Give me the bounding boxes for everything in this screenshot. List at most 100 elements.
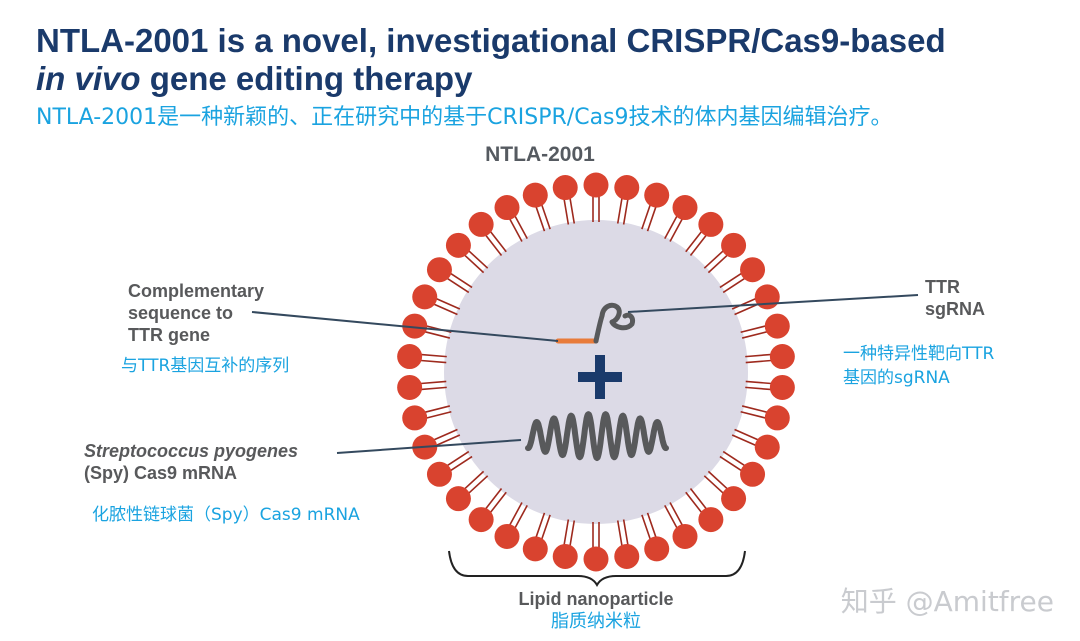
lipid-head xyxy=(740,257,766,283)
lipid-tail xyxy=(534,205,546,232)
lipid-tail xyxy=(489,491,507,515)
lipid-bilayer xyxy=(397,172,795,572)
lipid-head xyxy=(468,211,494,237)
lipid-head xyxy=(764,405,790,431)
plus-symbol xyxy=(578,355,622,399)
sgrna-label-cn: 一种特异性靶向TTR 基因的sgRNA xyxy=(843,342,994,390)
lnp-label: Lipid nanoparticle xyxy=(518,589,674,609)
lipid-tail xyxy=(741,405,769,414)
sgrna-line-2: sgRNA xyxy=(925,299,986,319)
lipid-tail xyxy=(641,203,652,230)
lipid-tail xyxy=(689,488,708,511)
lipid-tail xyxy=(745,386,773,391)
lipid-head xyxy=(522,536,548,562)
title-line-2: gene editing therapy xyxy=(140,60,473,97)
lipid-tail xyxy=(703,249,725,269)
lipid-tail xyxy=(513,504,528,530)
lipid-tail xyxy=(616,196,623,224)
lipid-head xyxy=(614,543,640,569)
cas9-mrna-coil xyxy=(525,411,669,461)
lipid-tail xyxy=(664,214,679,240)
lipid-tail xyxy=(434,297,461,310)
lipid-head xyxy=(445,232,471,258)
lipid-tail xyxy=(467,475,489,495)
cas9-line-1: Streptococcus pyogenes xyxy=(84,441,299,461)
lipid-head xyxy=(721,486,747,512)
lipid-head xyxy=(769,374,795,400)
lipid-tail xyxy=(489,229,507,253)
lipid-head xyxy=(445,486,471,512)
lipid-tail xyxy=(419,359,447,364)
lipid-tail xyxy=(664,504,679,530)
lipid-head xyxy=(552,175,578,201)
lipid-tail xyxy=(641,514,652,541)
lipid-head xyxy=(426,257,452,283)
lipid-head xyxy=(754,434,780,460)
lipid-tail xyxy=(707,470,729,491)
lipid-head xyxy=(402,405,428,431)
lipid-tail xyxy=(540,514,551,541)
lipid-tail xyxy=(622,197,629,225)
lipid-tail xyxy=(445,277,470,294)
lipid-head xyxy=(468,507,494,533)
sgrna-label: TTR sgRNA xyxy=(925,276,985,320)
complementary-leader xyxy=(251,311,559,342)
lipid-head xyxy=(614,175,640,201)
lipid-tail xyxy=(534,512,546,539)
complementary-label: Complementary sequence to TTR gene xyxy=(128,280,264,346)
cas9-label-cn: 化脓性链球菌（Spy）Cas9 mRNA xyxy=(92,505,360,525)
lipid-tail xyxy=(646,205,658,232)
title-italic: in vivo xyxy=(36,60,141,97)
lipid-head xyxy=(494,523,520,549)
lipid-head xyxy=(494,195,520,221)
lipid-tail xyxy=(689,233,708,256)
lipid-tail xyxy=(419,353,447,358)
sgrna-symbol xyxy=(555,302,635,344)
lipid-head xyxy=(698,507,724,533)
cas9-leader xyxy=(336,439,522,454)
lipid-tail xyxy=(423,405,451,414)
lipid-head xyxy=(644,536,670,562)
subtitle-cn: NTLA-2001是一种新颖的、正在研究中的基于CRISPR/Cas9技术的体内… xyxy=(36,105,893,130)
lipid-tail xyxy=(449,455,473,472)
sgrna-cn-line-1: 一种特异性靶向TTR xyxy=(843,344,995,364)
lipid-tail xyxy=(669,217,684,242)
lipid-tail xyxy=(731,297,758,310)
lipid-head xyxy=(769,344,795,370)
lipid-head xyxy=(426,461,452,487)
lipid-tail xyxy=(432,428,458,442)
lipid-tail xyxy=(741,330,769,339)
lipid-tail xyxy=(563,519,570,547)
sgrna-cn-line-2: 基因的sgRNA xyxy=(843,368,950,388)
lipid-tail xyxy=(734,428,760,442)
lipid-tail xyxy=(449,272,473,289)
lipid-tail xyxy=(432,302,458,316)
complementary-line-3: TTR gene xyxy=(128,325,211,345)
lipid-tail xyxy=(484,233,503,256)
lipid-head xyxy=(412,284,438,310)
lipid-head xyxy=(397,374,423,400)
sgrna-line-1: TTR xyxy=(925,277,960,297)
lipid-tail xyxy=(685,229,703,253)
lipid-tail xyxy=(616,520,623,548)
lipid-tail xyxy=(646,512,658,539)
lipid-tail xyxy=(508,217,523,242)
watermark: 知乎 @Amitfree xyxy=(840,585,1054,618)
lipid-tail xyxy=(740,324,768,334)
lipid-tail xyxy=(540,203,551,230)
lipid-tail xyxy=(563,197,570,225)
lipid-head xyxy=(583,172,609,198)
lipid-tail xyxy=(434,434,461,447)
lipid-tail xyxy=(484,488,503,511)
cas9-label: Streptococcus pyogenes (Spy) Cas9 mRNA xyxy=(84,440,298,484)
lipid-tail xyxy=(722,450,747,467)
lipid-head xyxy=(397,344,423,370)
lipid-tail xyxy=(445,450,470,467)
lnp-label-cn: 脂质纳米粒 xyxy=(551,611,641,632)
lipid-head xyxy=(583,546,609,572)
lipid-tail xyxy=(424,410,452,420)
lipid-head xyxy=(552,543,578,569)
lipid-tail xyxy=(745,353,773,358)
slide-title: NTLA-2001 is a novel, investigational CR… xyxy=(36,22,1066,98)
lipid-head xyxy=(740,461,766,487)
